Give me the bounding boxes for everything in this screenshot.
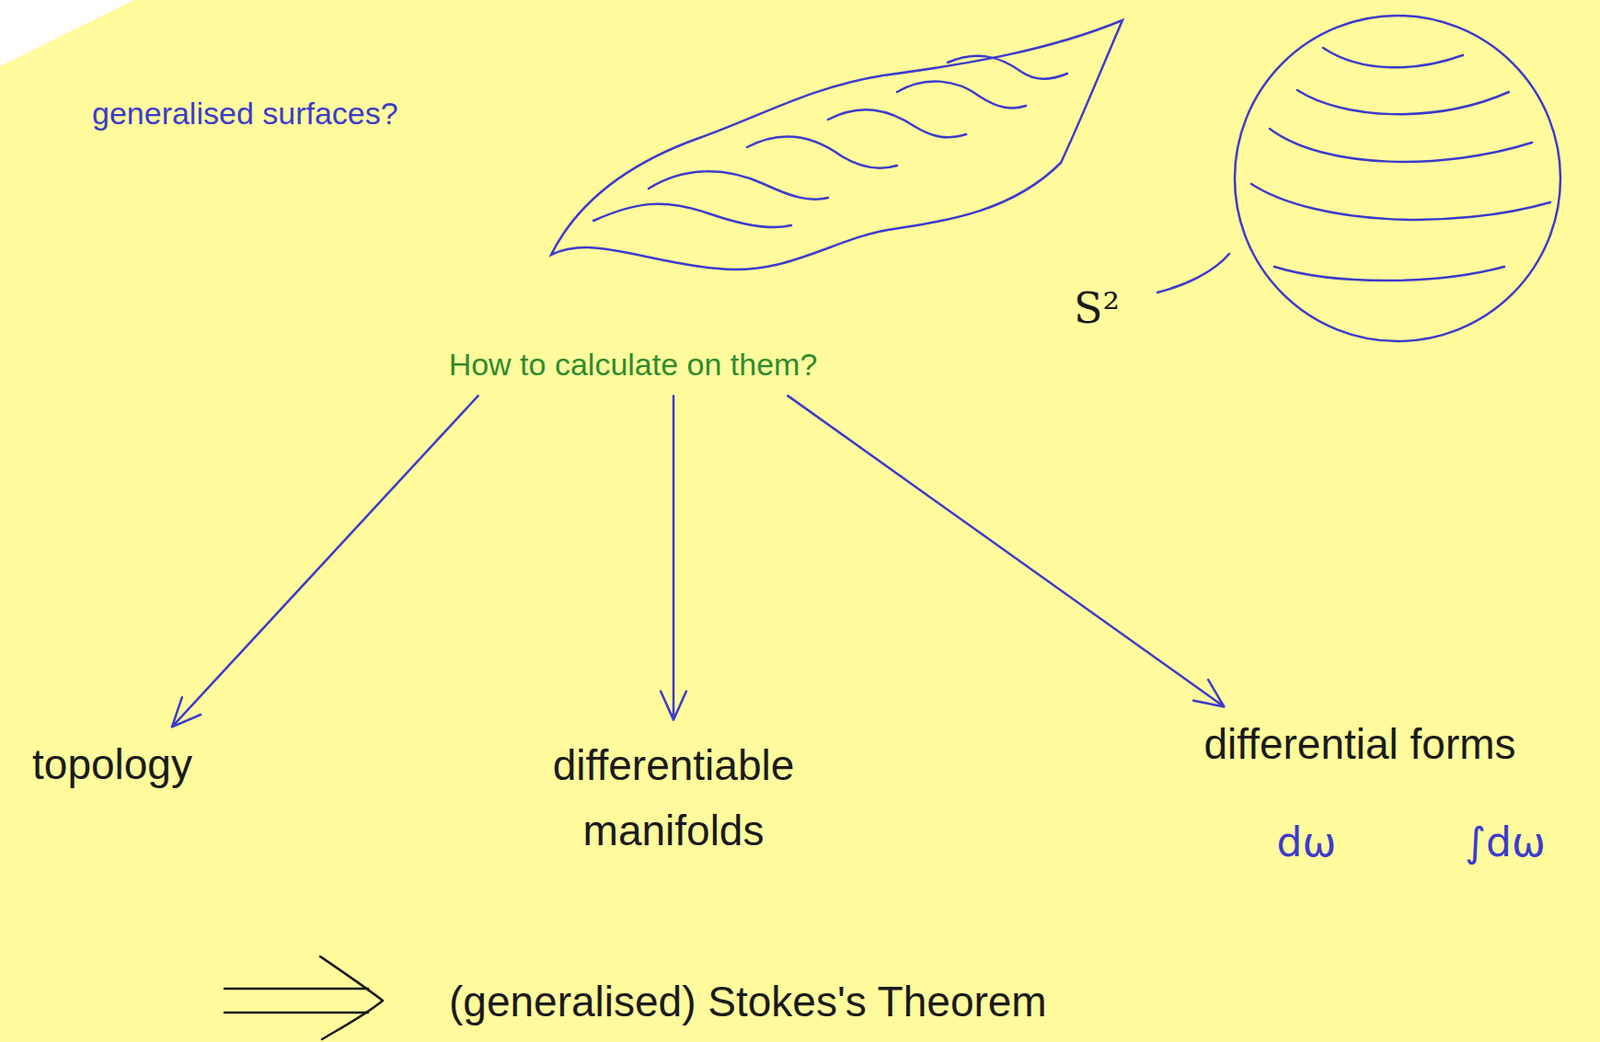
arrow-connector <box>172 395 479 727</box>
node-text: How to calculate on them? <box>448 345 818 384</box>
annotation-label: generalised surfaces? <box>92 94 399 133</box>
leader-line <box>1157 253 1230 293</box>
node-text: differentiable manifolds <box>507 733 840 865</box>
node-text: differential forms <box>1203 719 1516 771</box>
annotation-label: ∫dω <box>1464 818 1546 868</box>
implies-symbol <box>224 956 383 1040</box>
arrow-connector <box>660 395 687 720</box>
node-text: topology <box>32 739 193 791</box>
sphere-drawing <box>1157 15 1561 342</box>
text-node: differential forms <box>1196 715 1523 774</box>
text-node: topology <box>24 736 200 795</box>
corner-patch <box>0 0 135 67</box>
text-node: differentiable manifolds <box>500 729 847 869</box>
annotation-label: (generalised) Stokes's Theorem <box>448 977 1048 1028</box>
surface-drawing <box>551 20 1123 270</box>
arrow-connector <box>787 395 1224 707</box>
annotation-label: dω <box>1277 818 1337 868</box>
annotation-label: S² <box>1073 283 1120 334</box>
text-node: How to calculate on them? <box>441 342 826 388</box>
